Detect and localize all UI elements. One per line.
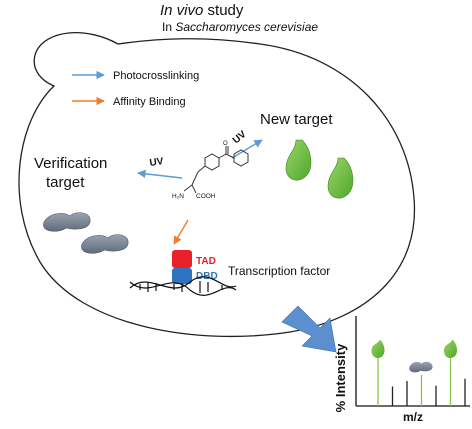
uv-left-label: UV (149, 156, 165, 169)
subtitle-organism: Saccharomyces cerevisiae (175, 20, 318, 34)
green-protein-icon (443, 339, 457, 359)
title-italic: In vivo (160, 2, 203, 19)
title: In vivo study (160, 2, 244, 19)
yeast-cell-outline (18, 32, 416, 338)
transcription-factor-label: Transcription factor (228, 264, 330, 278)
grey-protein-icon (43, 212, 91, 232)
carboxyl-group-label: COOH (196, 193, 216, 200)
verification-label-line2: target (46, 174, 85, 191)
arrow-to-new-target (231, 139, 263, 159)
green-protein-icon (285, 139, 312, 181)
verification-label-line1: Verification (34, 155, 107, 172)
arrow-to-mass-spectrum (281, 305, 337, 353)
title-rest: study (203, 2, 244, 19)
green-protein-icon (371, 339, 385, 359)
new-target-label: New target (260, 111, 333, 128)
legend-photocrosslinking-label: Photocrosslinking (113, 70, 199, 82)
spectrum-peaks (371, 339, 466, 406)
mass-spectrum: % Intensity m/z (333, 316, 470, 424)
dna-helix-icon (129, 276, 237, 296)
spectrum-y-label: % Intensity (333, 343, 348, 412)
spectrum-x-label: m/z (403, 410, 423, 424)
subtitle-prefix: In (162, 20, 175, 34)
grey-protein-icon (81, 234, 129, 254)
legend-affinity-label: Affinity Binding (113, 96, 186, 108)
tad-domain (172, 250, 192, 268)
amine-group-label: H₂N (172, 193, 184, 200)
grey-protein-icon (409, 361, 433, 373)
tad-label: TAD (196, 256, 216, 267)
arrow-to-verification (137, 169, 183, 179)
oxygen-atom: O (223, 141, 228, 147)
subtitle: In Saccharomyces cerevisiae (162, 20, 318, 34)
arrow-to-transcription-factor (173, 219, 189, 245)
green-protein-icon (327, 157, 354, 199)
benzophenone-amino-acid-structure: O (183, 141, 249, 194)
dbd-domain (172, 268, 192, 284)
